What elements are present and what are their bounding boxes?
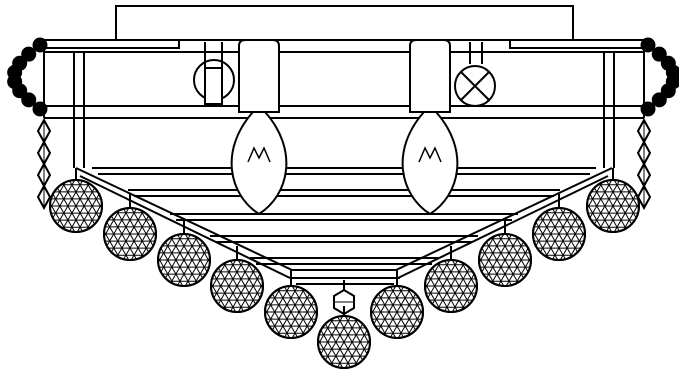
candle-bulb-icon — [230, 39, 288, 216]
support-rods — [73, 52, 615, 168]
crystal-ball-icon — [264, 276, 318, 339]
crystal-ball-icon — [157, 224, 211, 287]
crystal-ball-icon — [424, 250, 478, 313]
crystal-ball-icon — [103, 198, 157, 261]
lamp-indicator-icon — [454, 42, 496, 107]
side-bead-chain — [640, 37, 679, 117]
crystal-hangers — [75, 168, 614, 282]
side-bead-chain — [7, 37, 48, 117]
side-diamond-drops — [636, 117, 652, 211]
crystal-ball-icon — [49, 170, 103, 233]
crystal-ball-icon — [317, 306, 371, 369]
crystal-ball-icon — [532, 198, 586, 261]
candle-bulb-icon — [401, 39, 459, 216]
crystal-ball-icon — [586, 170, 640, 233]
frame-body — [43, 39, 645, 119]
crystal-ball-icon — [370, 276, 424, 339]
basket-bands — [92, 167, 596, 285]
crystal-ball-icon — [210, 250, 264, 313]
socket-icon — [193, 42, 236, 105]
crystal-ball-icon — [478, 224, 532, 287]
side-diamond-drops — [36, 117, 52, 211]
ceiling-canopy — [115, 5, 574, 41]
